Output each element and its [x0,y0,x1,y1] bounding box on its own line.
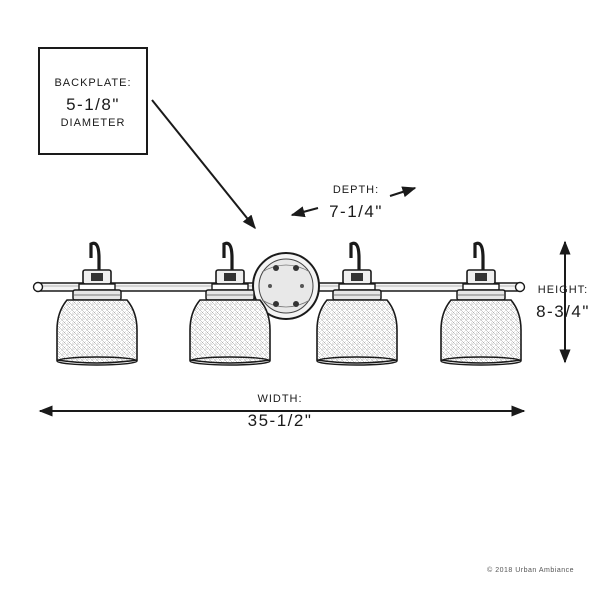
height-title: HEIGHT: [537,284,589,296]
light-shade-1 [56,241,138,366]
depth-value: 7-1/4" [329,202,383,221]
backplate-title: BACKPLATE: [54,77,132,89]
backplate-subtitle: DIAMETER [60,117,126,129]
light-shade-2 [189,241,271,366]
light-shade-3 [316,241,398,366]
light-shade-4 [440,241,522,366]
depth-arrow-right [389,186,417,198]
copyright-notice: © 2018 Urban Ambiance [487,567,574,574]
callout-leader-arrow [151,99,256,230]
depth-title: DEPTH: [332,184,380,196]
backplate-callout-box: BACKPLATE: 5-1/8" DIAMETER [38,47,148,155]
backplate [252,252,320,320]
depth-arrow-left [290,206,319,218]
width-value: 35-1/2" [247,411,313,430]
height-value: 8-3/4" [536,302,590,321]
backplate-value: 5-1/8" [66,95,120,114]
width-title: WIDTH: [257,393,303,405]
